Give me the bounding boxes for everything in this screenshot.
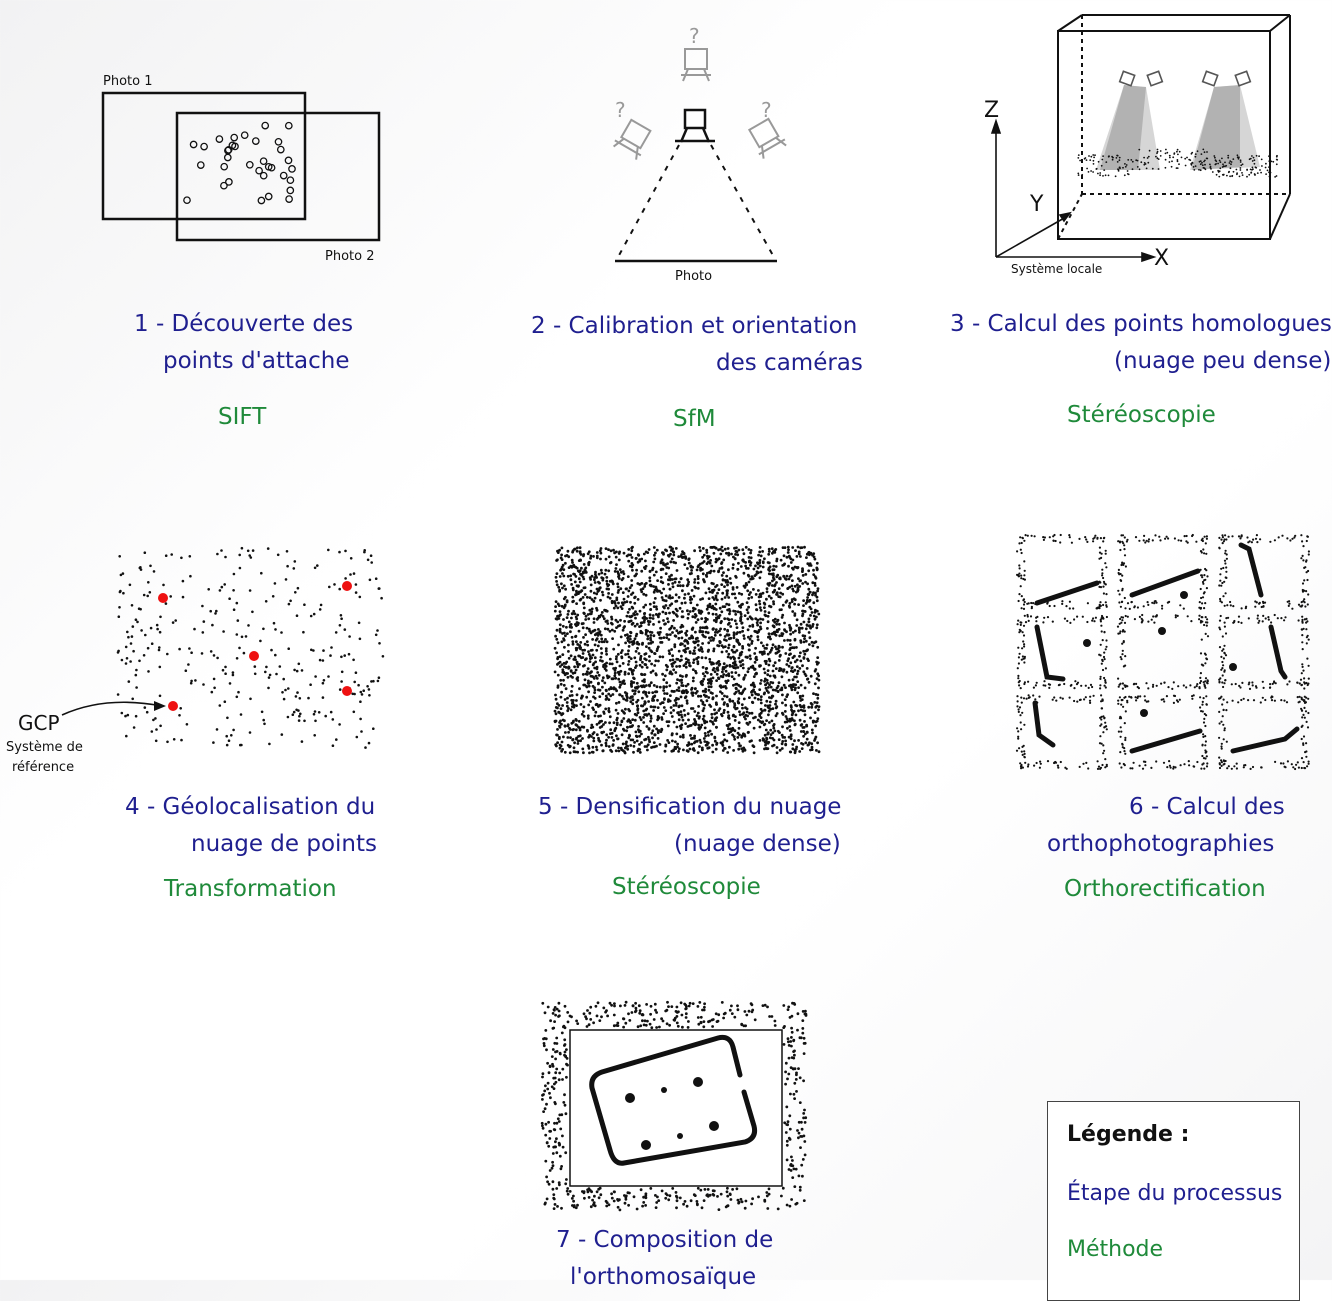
orthomosaic-figure: [540, 1000, 810, 1215]
question-mark-left: ?: [615, 98, 626, 122]
photo-label: Photo: [675, 269, 712, 284]
local-system-label: Système locale: [1011, 262, 1102, 276]
axis-x-label: X: [1154, 246, 1169, 271]
gcp-markers: [158, 581, 352, 711]
step-5-title: 5 - Densification du nuage (nuage dense): [538, 789, 841, 863]
ref-system-label-2: référence: [12, 760, 74, 775]
question-mark-top: ?: [689, 24, 700, 48]
legend-box: Légende : Étape du processus Méthode: [1047, 1101, 1300, 1301]
ref-system-label-1: Système de: [6, 740, 83, 755]
photo-2-frame: [177, 113, 379, 240]
camera-icon-main: [675, 110, 715, 142]
camera-icon-left: [612, 118, 654, 161]
axis-z-label: Z: [984, 98, 999, 123]
step-1-method: SIFT: [218, 404, 266, 430]
gcp-label: GCP: [18, 711, 60, 735]
dense-cloud-figure: [553, 545, 823, 755]
legend-method: Méthode: [1067, 1237, 1163, 1262]
step-6-method: Orthorectification: [1064, 876, 1266, 902]
camera-calibration-figure: ? ? ? Photo: [605, 15, 795, 290]
step-4-title-line-1: 4 - Géolocalisation du: [125, 789, 377, 826]
view-ray-left: [617, 145, 679, 259]
camera-icon-right: [746, 117, 788, 160]
orthophoto-tiles: [1016, 534, 1310, 770]
step-5-title-line-2: (nuage dense): [538, 826, 841, 863]
point-cloud: [117, 547, 385, 749]
photo-2-label: Photo 2: [325, 249, 375, 264]
step-6-title-line-1: 6 - Calcul des: [1047, 789, 1285, 826]
step-5-title-line-1: 5 - Densification du nuage: [538, 789, 841, 826]
step-7-title: 7 - Composition de l'orthomosaïque: [556, 1222, 773, 1296]
step-3-method: Stéréoscopie: [1067, 402, 1216, 428]
step-7-title-line-1: 7 - Composition de: [556, 1222, 773, 1259]
question-mark-right: ?: [761, 98, 772, 122]
step-4-method: Transformation: [164, 876, 337, 902]
step-2-method: SfM: [673, 406, 716, 432]
view-ray-right: [711, 145, 775, 259]
step-2-title-line-1: 2 - Calibration et orientation: [531, 308, 863, 345]
axis-y-label: Y: [1029, 192, 1044, 217]
tie-points-figure: Photo 1 Photo 2: [95, 65, 395, 275]
dense-point-cloud: [554, 546, 821, 755]
step-3-title-line-2: (nuage peu dense): [950, 343, 1332, 380]
georeferencing-figure: GCP Système de référence: [0, 540, 400, 780]
step-2-title-line-2: des caméras: [531, 345, 863, 382]
step-2-title: 2 - Calibration et orientation des camér…: [531, 308, 863, 382]
orthophoto-grid-figure: [1012, 530, 1312, 775]
tie-point-circles: [184, 122, 295, 203]
step-1-title-line-2: points d'attache: [134, 343, 353, 380]
camera-icon-top: [681, 49, 711, 81]
step-1-title-line-1: 1 - Découverte des: [134, 306, 353, 343]
step-6-title-line-2: orthophotographies: [1047, 826, 1285, 863]
camera-icons: [1120, 71, 1251, 85]
bounding-box: [1058, 15, 1290, 239]
legend-title: Légende :: [1067, 1122, 1189, 1147]
step-5-method: Stéréoscopie: [612, 874, 761, 900]
sparse-cloud-figure: Z Y X Système locale: [978, 5, 1308, 280]
step-1-title: 1 - Découverte des points d'attache: [134, 306, 353, 380]
step-3-title: 3 - Calcul des points homologues (nuage …: [950, 306, 1332, 380]
legend-step: Étape du processus: [1067, 1181, 1282, 1206]
step-6-title: 6 - Calcul des orthophotographies: [1047, 789, 1285, 863]
step-7-title-line-2: l'orthomosaïque: [556, 1259, 773, 1296]
step-3-title-line-1: 3 - Calcul des points homologues: [950, 306, 1332, 343]
step-4-title: 4 - Géolocalisation du nuage de points: [125, 789, 377, 863]
photo-1-label: Photo 1: [103, 74, 153, 89]
step-4-title-line-2: nuage de points: [125, 826, 377, 863]
